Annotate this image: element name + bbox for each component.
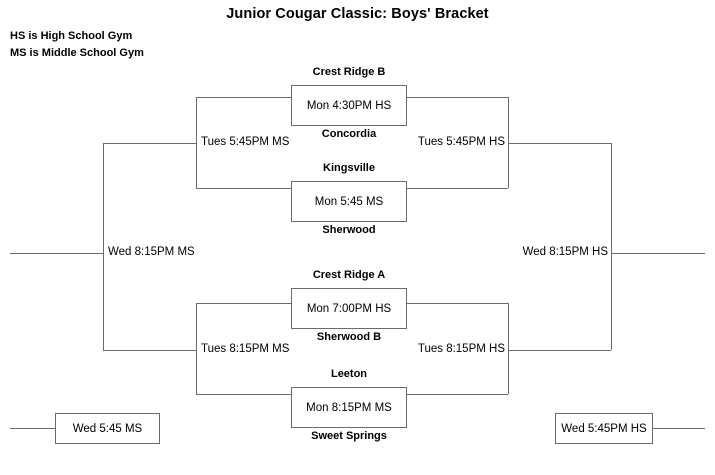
connector-right-final-vertical	[611, 143, 612, 350]
team-label-crest-ridge-a: Crest Ridge A	[312, 269, 386, 281]
match-label-right-final: Wed 8:15PM HS	[521, 246, 609, 259]
team-label-concordia: Concordia	[321, 128, 377, 140]
team-label-crest-ridge-b: Crest Ridge B	[312, 66, 386, 78]
match-label-lower-right-semi: Tues 8:15PM HS	[416, 343, 506, 356]
match-label-lower-left-semi: Tues 8:15PM MS	[200, 343, 291, 356]
legend-middle-school: MS is Middle School Gym	[10, 47, 144, 59]
connector-left-final-vertical	[103, 143, 104, 350]
match-label-upper-left-semi: Tues 5:45PM MS	[200, 136, 291, 149]
connector-upper-left-vertical	[196, 97, 197, 188]
connector-lower-left-top	[196, 303, 291, 304]
connector-upper-right-top	[407, 97, 508, 98]
connector-lower-right-bottom	[407, 394, 508, 395]
connector-lower-left-feed	[103, 350, 196, 351]
team-label-sherwood-b: Sherwood B	[316, 331, 382, 343]
championship-result-box[interactable]: Wed 5:45PM HS	[555, 413, 653, 444]
connector-right-final-feed	[611, 253, 705, 254]
game-box-1[interactable]: Mon 4:30PM HS	[291, 85, 407, 126]
connector-upper-left-feed	[103, 143, 196, 144]
connector-lower-right-feed	[508, 350, 611, 351]
connector-consolation-feed	[10, 428, 55, 429]
game-box-4[interactable]: Mon 8:15PM MS	[291, 387, 407, 428]
team-label-kingsville: Kingsville	[323, 162, 375, 174]
connector-championship-feed	[653, 428, 705, 429]
game-box-3[interactable]: Mon 7:00PM HS	[291, 288, 407, 329]
legend-high-school: HS is High School Gym	[10, 30, 133, 42]
connector-lower-left-vertical	[196, 303, 197, 394]
connector-upper-left-top	[196, 97, 291, 98]
connector-upper-right-bottom	[407, 188, 508, 189]
team-label-sweet-springs: Sweet Springs	[311, 430, 387, 442]
consolation-result-box[interactable]: Wed 5:45 MS	[55, 413, 160, 444]
match-label-upper-right-semi: Tues 5:45PM HS	[416, 136, 506, 149]
connector-lower-right-top	[407, 303, 508, 304]
connector-lower-right-vertical	[508, 303, 509, 394]
connector-lower-left-bottom	[196, 394, 291, 395]
match-label-left-final: Wed 8:15PM MS	[107, 246, 196, 259]
connector-upper-left-bottom	[196, 188, 291, 189]
connector-upper-right-feed	[508, 143, 611, 144]
page-title: Junior Cougar Classic: Boys' Bracket	[226, 6, 489, 22]
team-label-leeton: Leeton	[330, 368, 368, 380]
connector-upper-right-vertical	[508, 97, 509, 188]
game-box-2[interactable]: Mon 5:45 MS	[291, 181, 407, 222]
connector-left-final-feed	[10, 253, 103, 254]
team-label-sherwood: Sherwood	[322, 224, 376, 236]
